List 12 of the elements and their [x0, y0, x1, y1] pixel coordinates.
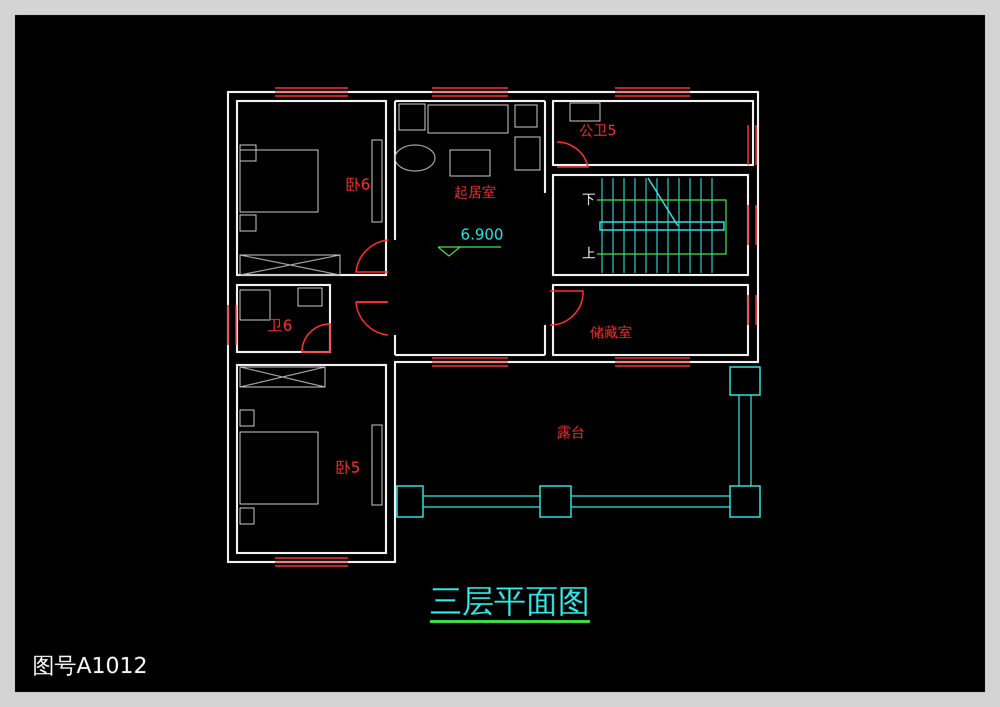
room-label: 卫6 [268, 318, 292, 334]
room-label: 储藏室 [590, 326, 632, 340]
stair-direction-label: 下 [582, 194, 596, 206]
stair-direction-label: 上 [582, 248, 596, 260]
room-label: 露台 [557, 426, 585, 440]
room-label: 卧6 [346, 178, 370, 192]
room-label: 公卫5 [580, 124, 616, 138]
drawing-title: 三层平面图 [430, 585, 590, 623]
room-label: 卧5 [336, 460, 360, 476]
room-label: 起居室 [454, 186, 496, 200]
drawing-number: 图号A1012 [32, 656, 148, 678]
floor-level-label: 6.900 [460, 228, 504, 242]
